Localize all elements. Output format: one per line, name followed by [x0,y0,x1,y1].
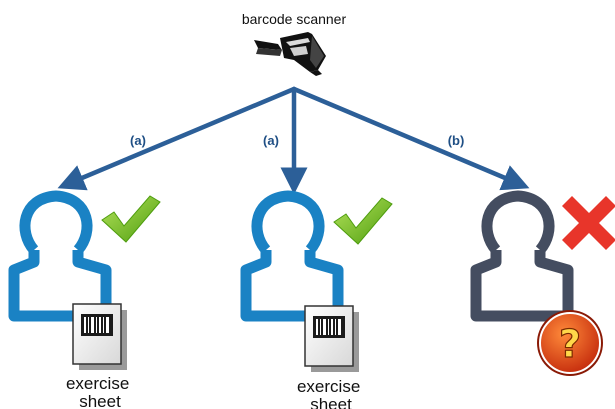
barcode-scanner-icon [254,32,326,76]
item-label-center-line1: exercise [297,377,360,396]
scanner-label: barcode scanner [242,11,347,27]
person-icon-left [8,190,112,322]
question-mark-icon: ? [537,310,603,376]
svg-text:?: ? [559,322,581,366]
arrows [57,86,530,195]
item-label-left: exercise sheet [66,374,134,409]
item-label-center: exercise sheet [297,377,365,409]
person-icon-right [470,190,574,322]
item-label-left-line2: sheet [79,392,121,409]
arrow-a-left [57,86,297,191]
barcode-document-icon [304,305,359,372]
arrow-b-right [291,86,530,191]
barcode-document-icon [72,303,127,370]
checkmark-icon [101,195,161,243]
checkmark-icon [333,197,393,245]
item-label-left-line1: exercise [66,374,129,393]
edge-label-a-center: (a) [263,133,279,148]
item-label-center-line2: sheet [310,395,352,409]
cross-icon [562,196,615,250]
person-icon-center [240,190,344,322]
edge-label-a-left: (a) [130,133,146,148]
edge-label-b-right: (b) [448,133,465,148]
